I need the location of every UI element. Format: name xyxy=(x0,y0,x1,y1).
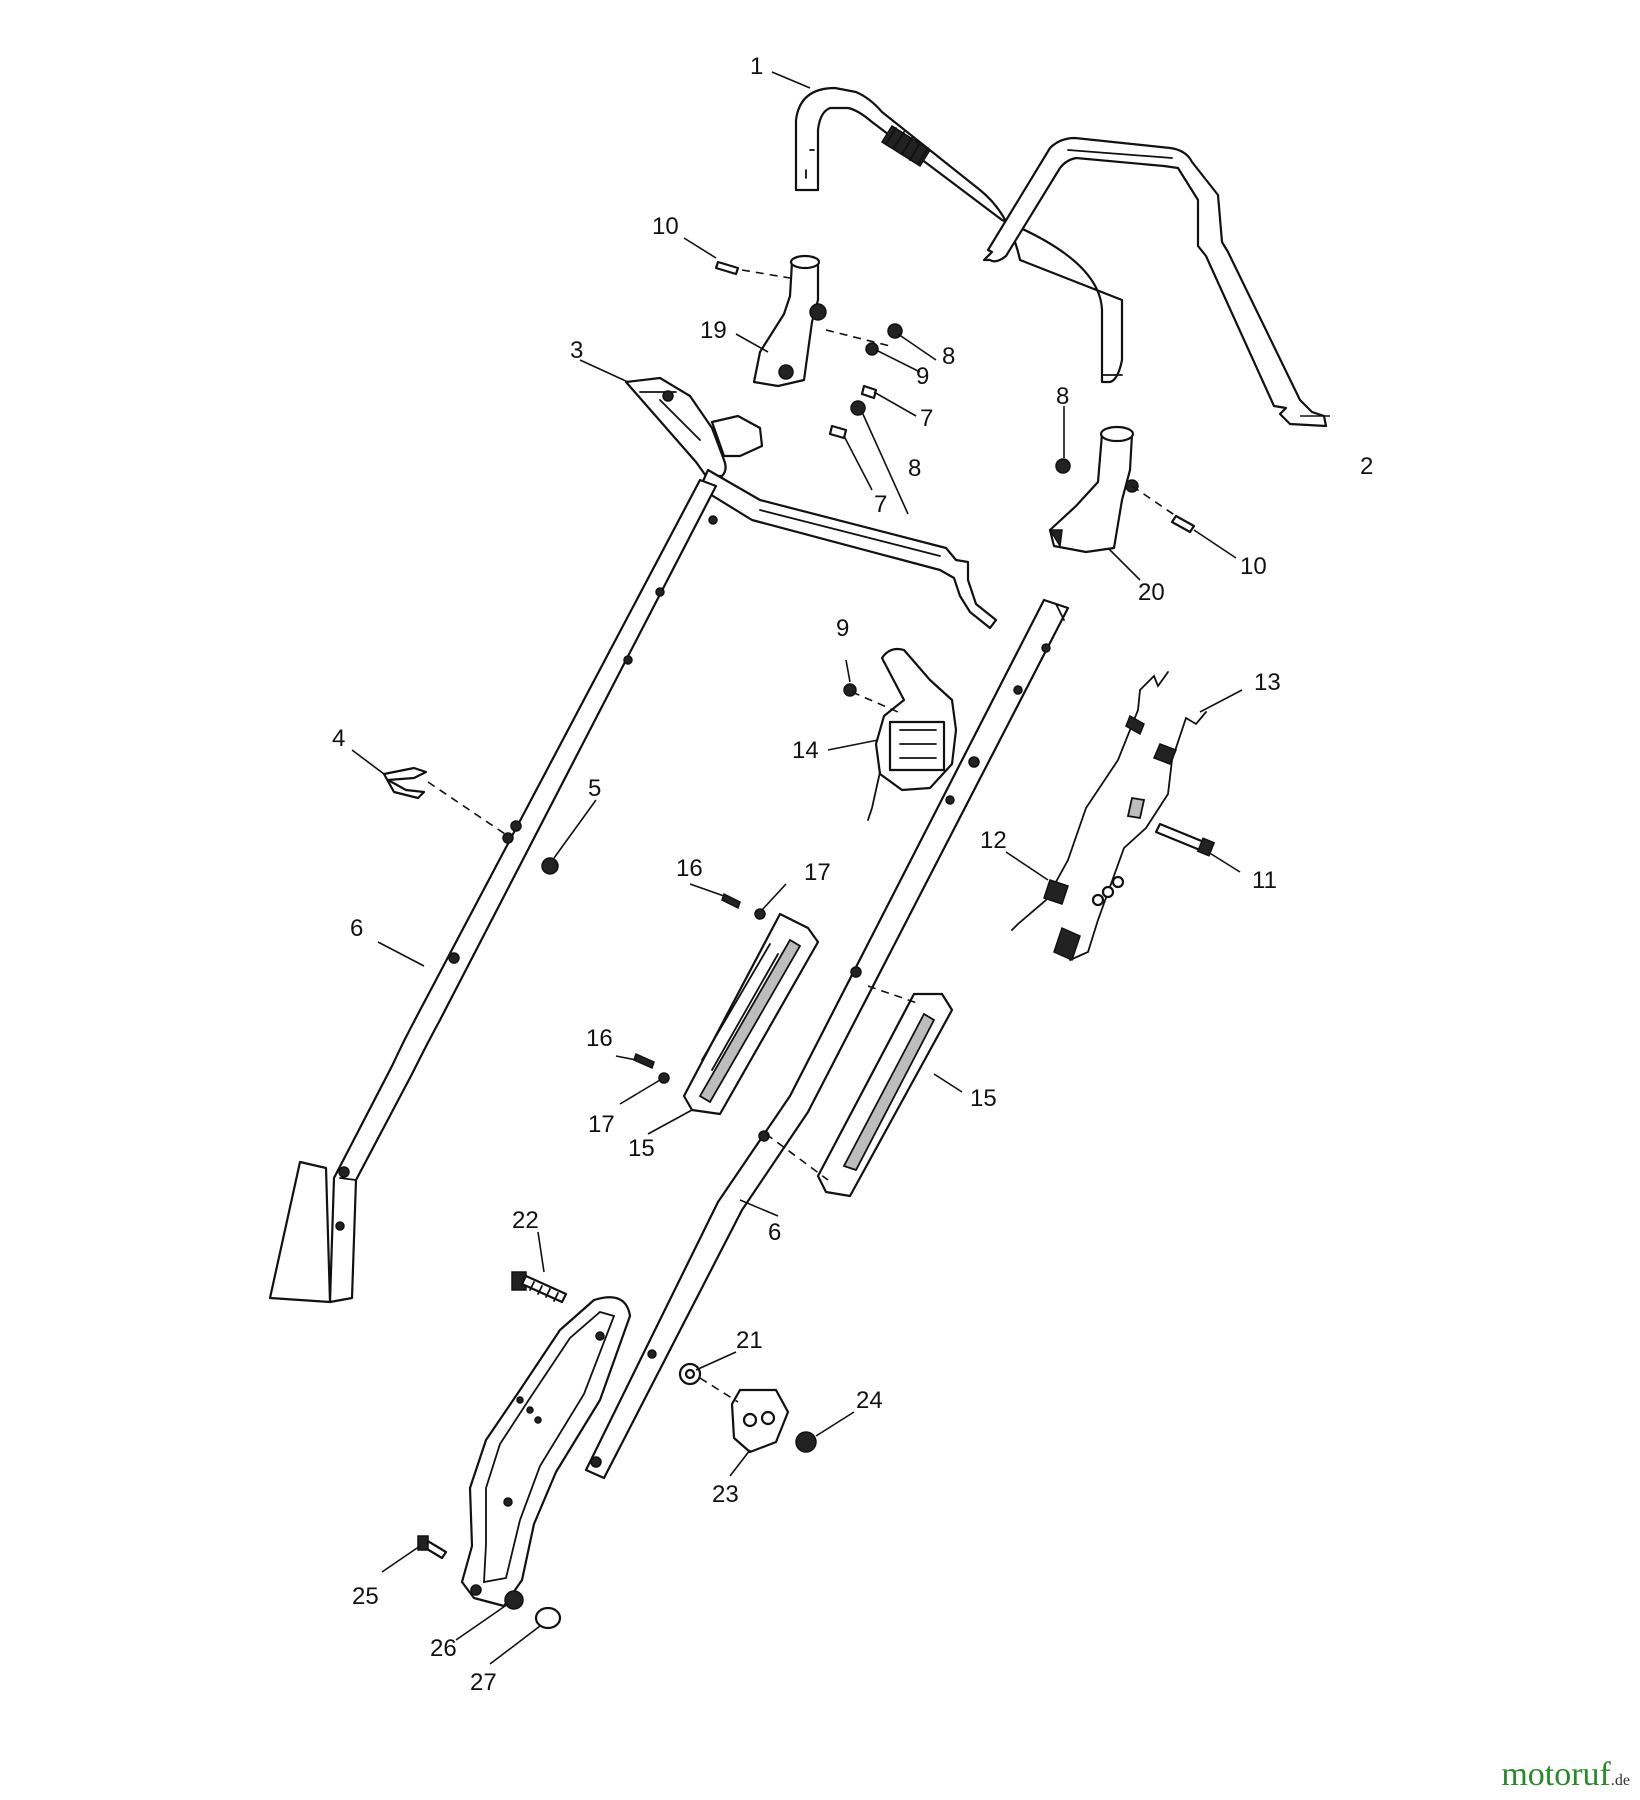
grip-icon xyxy=(880,124,932,168)
callout-8-middle: 8 xyxy=(908,455,921,482)
callout-1: 1 xyxy=(750,53,763,80)
callout-7-upper: 7 xyxy=(920,405,933,432)
callout-23: 23 xyxy=(712,1481,739,1508)
watermark-brand: motoruf xyxy=(1501,1756,1611,1793)
callout-24: 24 xyxy=(856,1387,883,1414)
callout-16-lower: 16 xyxy=(586,1025,613,1052)
callout-17-upper: 17 xyxy=(804,859,831,886)
callout-9-upper: 9 xyxy=(916,363,929,390)
callout-10-left: 10 xyxy=(652,213,679,240)
cable-13 xyxy=(1053,711,1207,962)
upper-handle xyxy=(794,86,1124,384)
leader-lines xyxy=(351,71,1330,1665)
grip-cover-right xyxy=(816,992,954,1198)
lower-tube-left xyxy=(275,478,718,1304)
callout-7-lower: 7 xyxy=(874,491,887,518)
lower-bracket xyxy=(460,1296,632,1608)
callout-2: 2 xyxy=(1360,453,1373,480)
callout-6-left: 6 xyxy=(350,915,363,942)
cable-lever xyxy=(624,376,998,630)
callout-26: 26 xyxy=(430,1635,457,1662)
callout-11: 11 xyxy=(1252,867,1277,894)
callout-6-right: 6 xyxy=(768,1219,781,1246)
callout-14: 14 xyxy=(792,737,819,764)
callout-15-right: 15 xyxy=(970,1085,997,1112)
callout-4: 4 xyxy=(332,725,345,752)
callout-16-upper: 16 xyxy=(676,855,703,882)
cable-12 xyxy=(1011,671,1169,931)
callout-15-left: 15 xyxy=(628,1135,655,1162)
callout-8-right: 8 xyxy=(1056,383,1069,410)
watermark-logo: motoruf.de xyxy=(1501,1756,1630,1794)
grip-cover-left xyxy=(682,912,820,1116)
bracket-right xyxy=(1048,425,1139,554)
callout-17-lower: 17 xyxy=(588,1111,615,1138)
callout-9-lower: 9 xyxy=(836,615,849,642)
throttle-control xyxy=(867,647,958,821)
callouts: 1 2 3 4 5 6 6 7 7 8 8 8 9 9 10 10 11 12 … xyxy=(332,53,1373,1696)
bolt-22 xyxy=(511,1271,568,1304)
bolt-11 xyxy=(1154,822,1216,857)
callout-12: 12 xyxy=(980,827,1007,854)
callout-19: 19 xyxy=(700,317,727,344)
callout-20: 20 xyxy=(1138,579,1165,606)
callout-3: 3 xyxy=(570,337,583,364)
hardware xyxy=(382,260,1196,1630)
callout-27: 27 xyxy=(470,1669,497,1696)
callout-13: 13 xyxy=(1254,669,1281,696)
watermark-suffix: .de xyxy=(1610,1772,1630,1789)
bracket-left xyxy=(752,254,827,388)
callout-5: 5 xyxy=(588,775,601,802)
callout-10-right: 10 xyxy=(1240,553,1267,580)
lower-tube-right xyxy=(584,598,1070,1480)
callout-8-upper: 8 xyxy=(942,343,955,370)
left-tube-foot xyxy=(268,1160,332,1304)
callout-25: 25 xyxy=(352,1583,379,1610)
callout-21: 21 xyxy=(736,1327,763,1354)
bail-lever xyxy=(982,136,1328,428)
assembly-lines xyxy=(427,269,1177,1403)
callout-22: 22 xyxy=(512,1207,539,1234)
